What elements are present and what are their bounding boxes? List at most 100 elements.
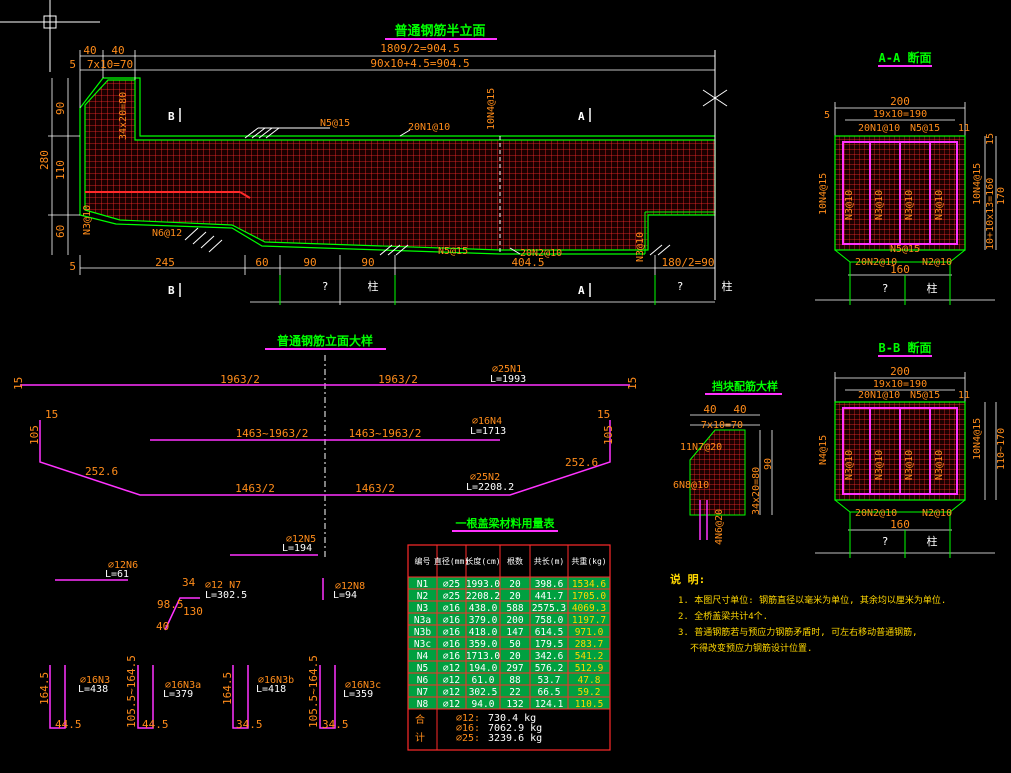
table-cell: 50 [509, 639, 521, 650]
s-n3b-h: 164.5 [221, 672, 234, 705]
s-n6: ⌀12N6 [108, 560, 138, 571]
s-n6L: L=61 [105, 569, 129, 580]
label-n3-right: N3@10 [635, 232, 646, 262]
table-cell: ⌀16 [443, 603, 460, 614]
bb-n3d: N3@10 [934, 450, 945, 480]
bb-n3c: N3@10 [904, 450, 915, 480]
table-cell: 1993.0 [466, 579, 501, 590]
d-n1: ⌀25N1 [492, 364, 522, 375]
s-n3-h: 164.5 [38, 672, 51, 705]
table-cell: 1713.0 [466, 651, 501, 662]
pier-q2: ? [677, 280, 684, 293]
table-cell: N3a [414, 615, 431, 626]
small-bars: ⌀12N5 L=194 ⌀12N6 L=61 34 98.5 130 40 ⌀1… [38, 534, 381, 731]
main-title: 普通钢筋半立面 [394, 23, 485, 39]
table-cell: 614.5 [535, 627, 564, 638]
table-title: 一根盖梁材料用量表 [456, 516, 556, 530]
block-s7: 7x10=70 [701, 420, 743, 431]
s-n3b: ⌀16N3b [258, 675, 294, 686]
s-n7: ⌀12 N7 [205, 580, 241, 591]
bb-n11: 11 [958, 390, 970, 401]
dim-90h-b: 90 [361, 256, 374, 269]
table-cell: 47.8 [578, 675, 601, 686]
table-body-bg [408, 577, 610, 709]
s-n3c: ⌀16N3c [345, 680, 381, 691]
aa-top2: N5@15 [910, 123, 940, 134]
block-detail: 挡块配筋大样 40 40 7x10=70 11N7@20 6N8@10 4N6@… [673, 379, 782, 545]
detail-title: 普通钢筋立面大样 [277, 333, 373, 348]
s-n3L: L=438 [78, 684, 108, 695]
notes-line-1: 1. 本图尺寸单位: 钢筋直径以毫米为单位, 其余均以厘米为单位. [678, 594, 946, 606]
table-cell: 2208.2 [466, 591, 500, 602]
table-cell: ⌀12 [443, 687, 460, 698]
break-symbol-icon [702, 50, 728, 300]
s-n3bL: L=418 [256, 684, 286, 695]
table-cell: 4069.3 [572, 603, 606, 614]
s-n7-985: 98.5 [157, 598, 184, 611]
s-n3: ⌀16N3 [80, 675, 110, 686]
table-cell: 342.6 [535, 651, 564, 662]
bb-v170: 110~170 [996, 428, 1007, 470]
beam-rebar-grid [84, 79, 716, 251]
s-n3b-w: 34.5 [236, 718, 263, 731]
bb-n3a: N3@10 [844, 450, 855, 480]
bb-bot1: 20N2@10 [855, 508, 897, 519]
pier-q: ? [322, 280, 329, 293]
aa-n3c: N3@10 [904, 190, 915, 220]
table-cell: ⌀16 [443, 615, 460, 626]
table-cell: N3b [414, 627, 431, 638]
s-n8L: L=94 [333, 590, 357, 601]
table-cell: 66.5 [538, 687, 561, 698]
aa-top1: 20N1@10 [858, 123, 900, 134]
label-n2: 20N2@10 [520, 248, 562, 259]
section-bb: B-B 断面 200 19x10=190 20N1@10 N5@15 11 10… [815, 340, 1007, 558]
aa-zhu: 柱 [927, 281, 938, 295]
table-cell: 94.0 [472, 699, 495, 710]
block-40a: 40 [703, 403, 716, 416]
table-cell: 418.0 [469, 627, 498, 638]
dim-180: 180/2=90 [662, 256, 715, 269]
table-cell: 971.0 [575, 627, 604, 638]
aa-n3d: N3@10 [934, 190, 945, 220]
dim-40a: 40 [83, 44, 96, 57]
table-cell: ⌀12 [443, 663, 460, 674]
s-n3a-w: 44.5 [142, 718, 169, 731]
dim-5a: 5 [69, 58, 76, 71]
material-table: 一根盖梁材料用量表 编号直径(mm)长度(cm)根数共长(m)共重(kg)N1⌀… [407, 516, 611, 751]
aa-n11: 11 [958, 123, 970, 134]
aa-title: A-A 断面 [879, 50, 932, 65]
bb-n4l: N4@15 [818, 435, 829, 465]
table-cell: 359.0 [469, 639, 498, 650]
s-n7L: L=302.5 [205, 590, 247, 601]
table-cell: 20 [509, 579, 521, 590]
dim-total-1: 1809/2=904.5 [380, 42, 459, 55]
table-cell: N8 [417, 699, 429, 710]
marker-a-bot: A [578, 284, 585, 297]
dim-40b: 40 [111, 44, 124, 57]
table-cell: N3 [417, 603, 428, 614]
d-n2-a: 1463/2 [235, 482, 275, 495]
dim-60h: 60 [255, 256, 268, 269]
dim-404: 404.5 [511, 256, 544, 269]
aa-n4: 10N4@15 [972, 163, 983, 205]
s-n3cL: L=359 [343, 689, 373, 700]
aa-bot1: 20N2@10 [855, 257, 897, 268]
aa-n4l: 10N4@15 [818, 173, 829, 215]
marker-b-bot: B [168, 284, 175, 297]
s-n3-w: 44.5 [55, 718, 82, 731]
table-cell: ⌀12 [443, 675, 460, 686]
table-cell: 20 [509, 651, 521, 662]
aa-bot2: N2@10 [922, 257, 952, 268]
marker-a-top: A [578, 110, 585, 123]
table-cell: 588 [506, 603, 523, 614]
table-cell: ⌀25 [443, 591, 460, 602]
s-n3c-w: 34.5 [322, 718, 349, 731]
bb-w200: 200 [890, 365, 910, 378]
label-n6: N6@12 [152, 228, 182, 239]
ucs-crosshair-icon [0, 0, 100, 72]
table-cell: 200 [506, 615, 523, 626]
aa-n3b: N3@10 [874, 190, 885, 220]
aa-v15: 15 [985, 133, 996, 145]
bb-bot2: N2@10 [922, 508, 952, 519]
d-s252a: 252.6 [85, 465, 118, 478]
